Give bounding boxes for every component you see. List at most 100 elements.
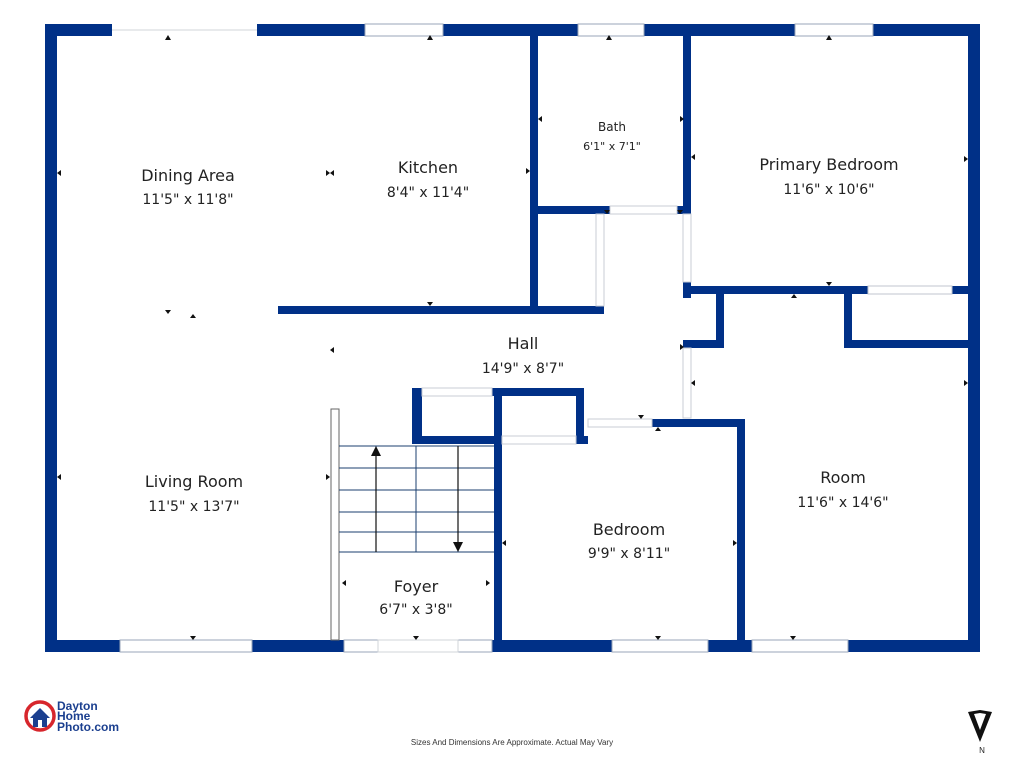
door-marker [638, 415, 644, 419]
door-marker [790, 636, 796, 640]
room-name: Bath [598, 120, 626, 134]
door-marker [826, 282, 832, 286]
window [577, 23, 645, 37]
logo: Dayton Home Photo.com [24, 699, 119, 734]
room-label-bedroom: Bedroom 9'9" x 8'11" [588, 520, 670, 562]
front-door-opening [377, 639, 459, 653]
logo-line-1: Dayton [57, 699, 98, 713]
logo-line-2: Home [57, 709, 91, 723]
room-name: Bedroom [593, 520, 665, 539]
window [794, 23, 874, 37]
room-label-living-room: Living Room 11'5" x 13'7" [145, 472, 243, 515]
room-dimensions: 9'9" x 8'11" [588, 546, 670, 562]
north-label: N [979, 746, 985, 755]
door-marker [326, 474, 330, 480]
wall [968, 24, 980, 652]
door-marker [791, 294, 797, 298]
door-marker [604, 210, 610, 214]
window [611, 639, 709, 653]
door-marker [733, 540, 737, 546]
wall [494, 388, 502, 652]
wall [45, 640, 980, 652]
room-dimensions: 11'6" x 10'6" [783, 182, 874, 198]
wall [45, 24, 980, 36]
wall [576, 436, 588, 444]
room-dimensions: 6'1" x 7'1" [583, 140, 641, 153]
room-name: Hall [508, 334, 539, 353]
door-marker [606, 35, 612, 40]
wall [716, 294, 724, 348]
door-marker [677, 210, 683, 214]
arrow-up-icon [371, 446, 381, 456]
windows [112, 23, 953, 653]
room-name: Dining Area [141, 166, 235, 185]
disclaimer-text: Sizes And Dimensions Are Approximate. Ac… [411, 738, 613, 747]
door-marker [691, 380, 695, 386]
room-dimensions: 8'4" x 11'4" [387, 185, 469, 201]
room-label-foyer: Foyer 6'7" x 3'8" [379, 577, 452, 618]
door-marker [165, 35, 171, 40]
door-marker [413, 636, 419, 640]
room-label-dining: Dining Area 11'5" x 11'8" [141, 166, 235, 208]
room-dimensions: 6'7" x 3'8" [379, 602, 452, 618]
door-opening [682, 347, 692, 419]
wall [683, 340, 724, 348]
wall [844, 294, 852, 348]
window [364, 23, 444, 37]
door-opening [595, 213, 605, 307]
wall [844, 340, 972, 348]
door-marker [826, 35, 832, 40]
room-dimensions: 14'9" x 8'7" [482, 361, 564, 377]
room-name: Living Room [145, 472, 243, 491]
wall [492, 388, 584, 396]
door-marker [680, 344, 684, 350]
house-icon [24, 700, 56, 732]
door-marker [486, 580, 490, 586]
door-marker [427, 35, 433, 40]
stairs [330, 408, 494, 641]
wall [952, 286, 972, 294]
door-marker [330, 170, 334, 176]
room-dimensions: 11'5" x 11'8" [142, 192, 233, 208]
door-marker [655, 636, 661, 640]
door-marker [502, 540, 506, 546]
wall [538, 206, 610, 214]
door-marker [57, 170, 61, 176]
door-marker [190, 314, 196, 318]
wall [412, 436, 498, 444]
wall [677, 206, 691, 214]
room-name: Primary Bedroom [759, 155, 898, 174]
door-marker [427, 302, 433, 306]
door-marker [655, 427, 661, 431]
walls [45, 24, 980, 652]
door-opening [682, 213, 692, 283]
wall [683, 36, 691, 216]
window [867, 285, 953, 295]
door-marker [57, 474, 61, 480]
room-name: Foyer [394, 577, 439, 596]
wall [45, 24, 57, 652]
room-name: Kitchen [398, 158, 458, 177]
room-label-primary-bedroom: Primary Bedroom 11'6" x 10'6" [759, 155, 898, 198]
room-name: Room [820, 468, 866, 487]
door-marker [680, 116, 684, 122]
logo-line-3: Photo.com [57, 720, 119, 734]
wall [530, 36, 538, 310]
wall [737, 419, 745, 652]
wall [683, 286, 868, 294]
door-marker [526, 168, 530, 174]
door-marker [190, 636, 196, 640]
room-label-room: Room 11'6" x 14'6" [797, 468, 888, 511]
door-opening [609, 205, 678, 215]
north-arrow: N [968, 710, 992, 755]
window [457, 639, 493, 653]
door-marker [165, 310, 171, 314]
door-marker [964, 156, 968, 162]
door-marker [538, 116, 542, 122]
room-dimensions: 11'5" x 13'7" [148, 499, 239, 515]
wall [278, 306, 604, 314]
door-opening [501, 435, 577, 445]
wall [576, 388, 584, 444]
door-marker [691, 154, 695, 160]
